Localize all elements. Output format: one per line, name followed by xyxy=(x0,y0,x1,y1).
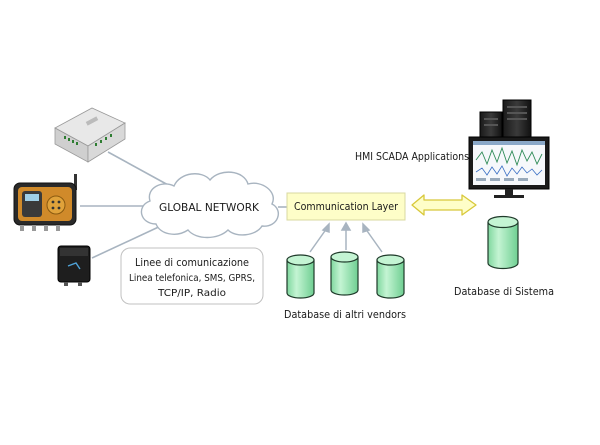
system-database-label: Database di Sistema xyxy=(454,286,554,298)
double-arrow-icon xyxy=(411,194,477,216)
system-database-icon xyxy=(487,215,519,270)
communication-layer-box xyxy=(286,192,406,221)
device-connectors xyxy=(80,151,171,259)
communication-lines-box xyxy=(120,247,264,305)
gateway-device-icon xyxy=(57,245,91,286)
communication-lines-title: Linee di comunicazione xyxy=(135,257,249,269)
vendor-database-cylinders xyxy=(286,251,405,299)
rtu-device-icon xyxy=(54,107,126,163)
cloud-label: GLOBAL NETWORK xyxy=(159,201,260,214)
hmi-scada-label: HMI SCADA Applications xyxy=(355,151,469,163)
vendor-database-icon xyxy=(330,251,359,296)
global-network-cloud xyxy=(140,171,280,239)
vendor-database-icon xyxy=(376,254,405,299)
communication-lines-detail-2: TCP/IP, Radio xyxy=(157,288,226,299)
vendor-db-arrows xyxy=(309,221,383,253)
vendor-database-icon xyxy=(286,254,315,299)
vendors-database-label: Database di altri vendors xyxy=(284,309,406,321)
datalogger-device-icon xyxy=(13,174,77,231)
communication-lines-detail-1: Linea telefonica, SMS, GPRS, xyxy=(129,273,255,284)
scada-monitor-icon xyxy=(468,136,550,198)
communication-layer-label: Communication Layer xyxy=(294,201,399,213)
